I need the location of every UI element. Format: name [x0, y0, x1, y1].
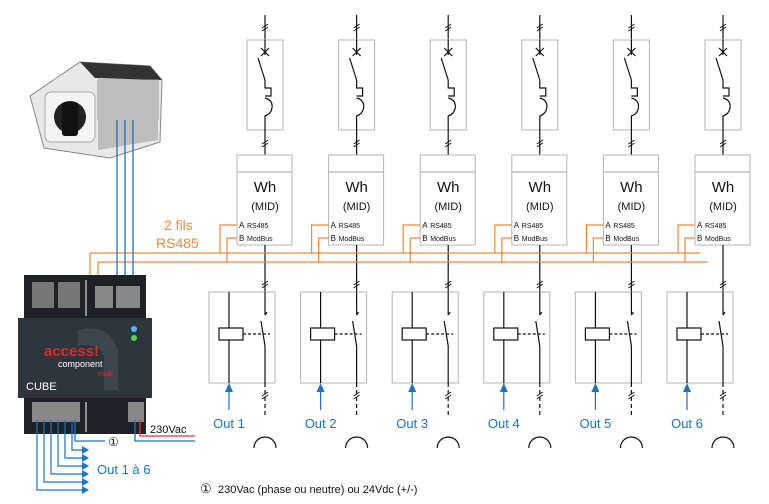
energy-meter [511, 154, 568, 246]
energy-meter [602, 154, 659, 246]
meter-rs485-label: RS485 [522, 223, 544, 230]
coil [401, 327, 427, 341]
meter-terminal-b: B [605, 234, 610, 243]
contactor [666, 291, 734, 384]
output-arrow [82, 462, 89, 470]
energy-meter [236, 154, 293, 246]
meter-title: Wh [620, 179, 643, 196]
meter-modbus-label: ModBus [430, 236, 456, 243]
meter-title: Wh [712, 179, 735, 196]
meter-terminal-a: A [514, 221, 520, 230]
meter-rs485-label: RS485 [613, 223, 635, 230]
meter-terminal-b: B [422, 234, 427, 243]
controller-device: access! component multi CUBE [18, 275, 152, 434]
meter-rs485-label: RS485 [339, 223, 361, 230]
device-brand-cube: CUBE [26, 381, 57, 393]
output-arrow [82, 446, 89, 454]
contactor [300, 291, 368, 384]
meter-modbus-label: ModBus [247, 236, 273, 243]
contactor [574, 291, 642, 384]
meter-subtitle: (MID) [251, 201, 279, 213]
meter-title: Wh [529, 179, 552, 196]
lamp-icon [436, 436, 460, 449]
supply-wires [74, 420, 195, 442]
contactor [483, 291, 551, 384]
meter-terminal-a: A [239, 221, 245, 230]
contactor [208, 291, 276, 384]
meter-terminal-b: B [239, 234, 244, 243]
output-label: Out 2 [305, 416, 337, 431]
lamp-icon [253, 436, 277, 449]
output-label: Out 6 [671, 416, 703, 431]
energy-meter [694, 154, 751, 246]
meter-terminal-b: B [697, 234, 702, 243]
coil [218, 327, 244, 341]
coil [584, 327, 611, 341]
output-label: Out 4 [488, 416, 520, 431]
footnote-text: 230Vac (phase ou neutre) ou 24Vdc (+/-) [218, 484, 417, 496]
supply-label: 230Vac [150, 424, 187, 436]
meter-title: Wh [437, 179, 460, 196]
bus-label-line2: RS485 [156, 235, 199, 251]
lamp-icon [711, 436, 735, 449]
output-label: Out 3 [396, 416, 428, 431]
device-brand: access! [44, 343, 99, 360]
energy-meter [328, 154, 385, 246]
output-arrow [82, 486, 89, 494]
coil [493, 327, 519, 341]
common-marker: ① [108, 435, 119, 449]
meter-terminal-a: A [422, 221, 428, 230]
meter-terminal-a: A [605, 221, 611, 230]
meter-terminal-b: B [514, 234, 519, 243]
output-label: Out 1 [213, 416, 245, 431]
output-arrow [82, 454, 89, 462]
bus-label-line1: 2 fils [164, 217, 193, 233]
meter-terminal-a: A [697, 221, 703, 230]
coil [310, 327, 336, 341]
output-label: Out 5 [580, 416, 612, 431]
output-wires [36, 420, 89, 494]
meter-subtitle: (MID) [618, 201, 646, 213]
footnote-marker: ① [200, 481, 212, 496]
device-brand-component: component [58, 359, 103, 369]
energy-meter [419, 154, 476, 246]
meter-rs485-label: RS485 [705, 223, 727, 230]
meter-subtitle: (MID) [709, 201, 737, 213]
device-brand-multi: multi [98, 371, 113, 378]
output-arrow [82, 478, 89, 486]
contactor [391, 291, 459, 384]
meter-subtitle: (MID) [434, 201, 462, 213]
outputs-group-label: Out 1 à 6 [97, 462, 150, 477]
switch-wires [116, 120, 134, 288]
meter-subtitle: (MID) [343, 201, 371, 213]
meter-terminal-a: A [331, 221, 337, 230]
rs485-bus [89, 252, 708, 282]
meter-title: Wh [345, 179, 368, 196]
meter-title: Wh [254, 179, 277, 196]
meter-rs485-label: RS485 [247, 223, 269, 230]
meter-subtitle: (MID) [526, 201, 554, 213]
lamp-icon [345, 436, 369, 449]
lamp-icon [619, 436, 643, 449]
meter-modbus-label: ModBus [705, 236, 731, 243]
meter-rs485-label: RS485 [430, 223, 452, 230]
lamp-icon [528, 436, 552, 449]
rotary-switch-image [29, 61, 163, 159]
coil [676, 327, 702, 341]
output-arrow [82, 470, 89, 478]
meter-modbus-label: ModBus [522, 236, 548, 243]
meter-modbus-label: ModBus [339, 236, 365, 243]
meter-modbus-label: ModBus [613, 236, 639, 243]
meter-terminal-b: B [331, 234, 336, 243]
